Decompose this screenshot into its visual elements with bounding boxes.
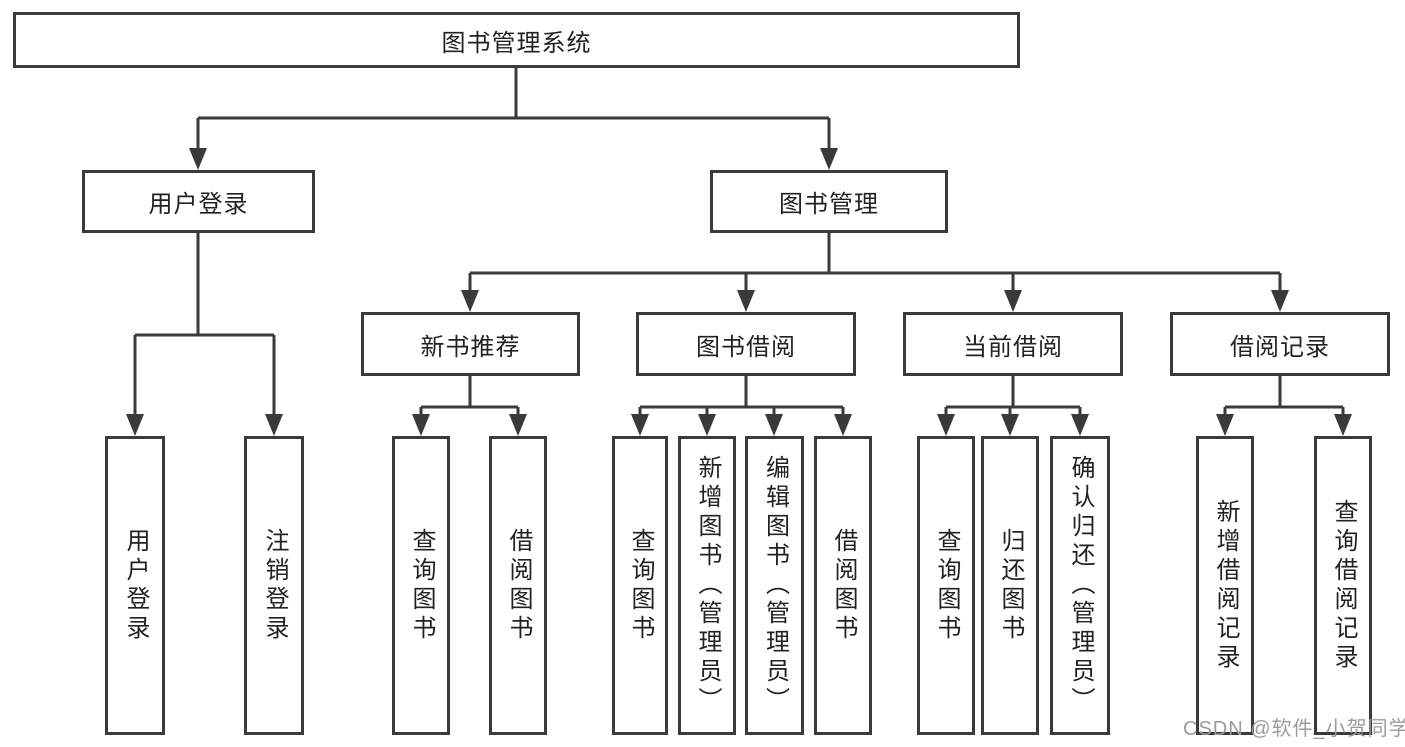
- leaf-borrow-books-recommend: 借阅图书: [489, 436, 547, 735]
- leaf-query-books-recommend: 查询图书: [392, 436, 450, 735]
- arrowhead-leaf: [937, 414, 955, 436]
- arrowhead-book-borrow: [737, 290, 755, 312]
- leaf-label: 注销登录: [261, 527, 288, 644]
- leaf-label: 用户登录: [122, 527, 149, 644]
- leaf-query-books-current: 查询图书: [917, 436, 975, 735]
- arrowhead-leaf: [698, 414, 716, 436]
- node-book-borrow: 图书借阅: [636, 312, 856, 376]
- node-label: 借阅记录: [1230, 333, 1330, 361]
- arrowhead-leaf: [509, 414, 527, 436]
- leaf-add-borrow-record: 新增借阅记录: [1196, 436, 1254, 735]
- leaf-label: 新增借阅记录: [1212, 498, 1239, 673]
- arrowhead-user-login: [189, 148, 207, 170]
- arrowhead-leaf: [1001, 414, 1019, 436]
- leaf-edit-books-admin: 编辑图书（管理员）: [745, 436, 804, 735]
- leaf-label: 查询图书: [933, 527, 960, 644]
- arrowhead-leaf: [412, 414, 430, 436]
- leaf-user-login: 用户登录: [105, 436, 165, 735]
- arrowhead-leaf: [631, 414, 649, 436]
- arrowhead-leaf: [1334, 414, 1352, 436]
- connector-borrow-records-branch: [1223, 376, 1345, 416]
- leaf-label: 新增图书（管理员）: [694, 455, 721, 716]
- leaf-label: 查询借阅记录: [1330, 498, 1357, 673]
- leaf-label: 编辑图书（管理员）: [761, 455, 789, 716]
- arrowhead-book-management: [820, 148, 838, 170]
- connector-user-login-branch: [133, 233, 276, 416]
- csdn-watermark: CSDN @软件_小贺同学: [1183, 718, 1405, 740]
- leaf-label: 查询图书: [627, 527, 654, 644]
- leaf-logout: 注销登录: [244, 436, 304, 735]
- leaf-add-books-admin: 新增图书（管理员）: [678, 436, 736, 735]
- node-root-label: 图书管理系统: [441, 29, 592, 57]
- node-root: 图书管理系统: [13, 12, 1020, 68]
- arrowhead-leaf-login: [126, 414, 144, 436]
- leaf-query-borrow-record: 查询借阅记录: [1314, 436, 1372, 735]
- arrowhead-new-book: [461, 290, 479, 312]
- arrowhead-leaf: [834, 414, 852, 436]
- arrowhead-borrow-records: [1271, 290, 1289, 312]
- connector-book-borrow-branch: [638, 376, 845, 416]
- node-label: 新书推荐: [420, 333, 521, 361]
- leaf-label: 归还图书: [997, 527, 1024, 644]
- node-current-borrow: 当前借阅: [903, 312, 1123, 376]
- arrowhead-leaf: [1071, 414, 1089, 436]
- connector-book-management-branch: [468, 233, 1282, 292]
- node-new-book-recommend: 新书推荐: [361, 312, 580, 376]
- node-label: 图书借阅: [696, 333, 796, 361]
- arrowhead-leaf-logout: [265, 414, 283, 436]
- node-label: 图书管理: [779, 191, 879, 218]
- node-borrow-records: 借阅记录: [1170, 312, 1390, 376]
- leaf-label: 借阅图书: [830, 527, 857, 644]
- leaf-label: 确认归还（管理员）: [1067, 455, 1094, 716]
- node-label: 当前借阅: [963, 333, 1063, 361]
- leaf-label: 借阅图书: [505, 527, 532, 644]
- arrowhead-current-borrow: [1004, 290, 1022, 312]
- connector-root-branch: [196, 68, 831, 150]
- node-label: 用户登录: [148, 191, 249, 218]
- connector-current-borrow-branch: [944, 376, 1082, 416]
- leaf-label: 查询图书: [408, 527, 435, 644]
- node-user-login: 用户登录: [82, 170, 315, 233]
- node-book-management: 图书管理: [710, 170, 948, 233]
- leaf-confirm-return-admin: 确认归还（管理员）: [1050, 436, 1110, 735]
- connector-new-book-branch: [419, 376, 520, 416]
- arrowhead-leaf: [765, 414, 783, 436]
- arrowhead-leaf: [1216, 414, 1234, 436]
- leaf-return-books: 归还图书: [981, 436, 1039, 735]
- leaf-borrow-books: 借阅图书: [814, 436, 872, 735]
- leaf-query-books-borrow: 查询图书: [612, 436, 668, 735]
